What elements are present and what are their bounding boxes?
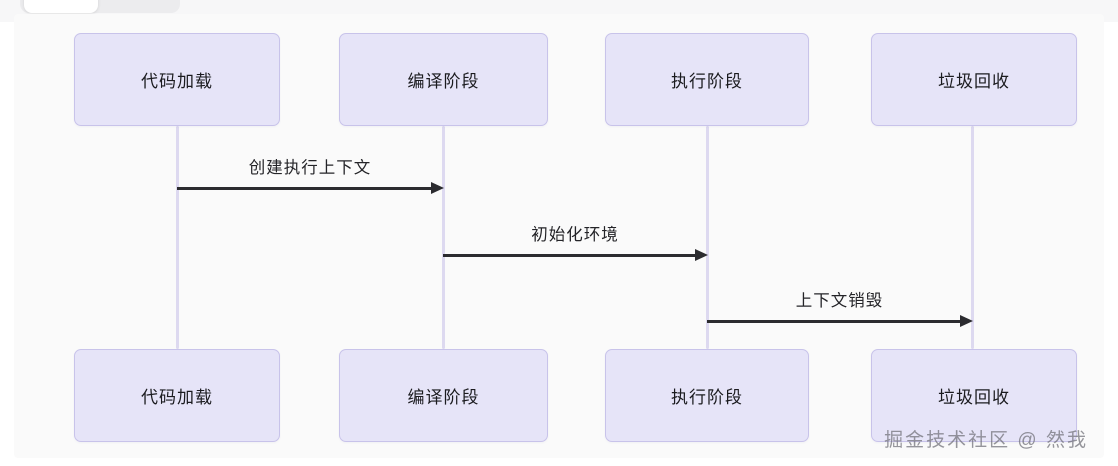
participant-box-code-load-top[interactable]: 代码加载 <box>74 33 280 126</box>
participant-label: 代码加载 <box>141 388 213 407</box>
participant-label: 编译阶段 <box>407 72 480 91</box>
message-line <box>177 187 432 190</box>
participant-box-compile-top[interactable]: 编译阶段 <box>339 33 548 126</box>
browser-tab-active[interactable] <box>24 0 98 13</box>
arrowhead-icon <box>695 249 708 261</box>
participant-label: 编译阶段 <box>407 388 480 407</box>
participant-box-gc-top[interactable]: 垃圾回收 <box>871 33 1077 126</box>
arrowhead-icon <box>960 315 973 327</box>
participant-box-compile-bottom[interactable]: 编译阶段 <box>339 349 548 442</box>
message-label: 创建执行上下文 <box>248 159 372 177</box>
lifeline-gc <box>971 126 974 349</box>
message-create-context[interactable]: 创建执行上下文 <box>177 157 444 194</box>
message-label: 初始化环境 <box>531 226 619 244</box>
watermark: 掘金技术社区 @ 然我 <box>884 430 1088 451</box>
participant-label: 垃圾回收 <box>938 388 1010 407</box>
message-line <box>443 254 696 257</box>
participant-box-code-load-bottom[interactable]: 代码加载 <box>74 349 280 442</box>
participant-label: 执行阶段 <box>671 72 743 91</box>
lifeline-compile <box>442 126 445 349</box>
participant-label: 代码加载 <box>141 72 213 91</box>
sequence-diagram-canvas: 代码加载编译阶段执行阶段垃圾回收 创建执行上下文初始化环境上下文销毁 代码加载编… <box>14 14 1104 458</box>
arrowhead-icon <box>431 182 444 194</box>
message-line <box>707 320 961 323</box>
participant-label: 垃圾回收 <box>938 72 1010 91</box>
participant-box-execute-top[interactable]: 执行阶段 <box>605 33 809 126</box>
message-destroy-context[interactable]: 上下文销毁 <box>707 290 973 327</box>
lifeline-code-load <box>176 126 179 349</box>
lifeline-execute <box>706 126 709 349</box>
participant-label: 执行阶段 <box>671 388 743 407</box>
participant-box-execute-bottom[interactable]: 执行阶段 <box>605 349 809 442</box>
message-label: 上下文销毁 <box>795 292 884 310</box>
message-init-env[interactable]: 初始化环境 <box>443 224 708 261</box>
